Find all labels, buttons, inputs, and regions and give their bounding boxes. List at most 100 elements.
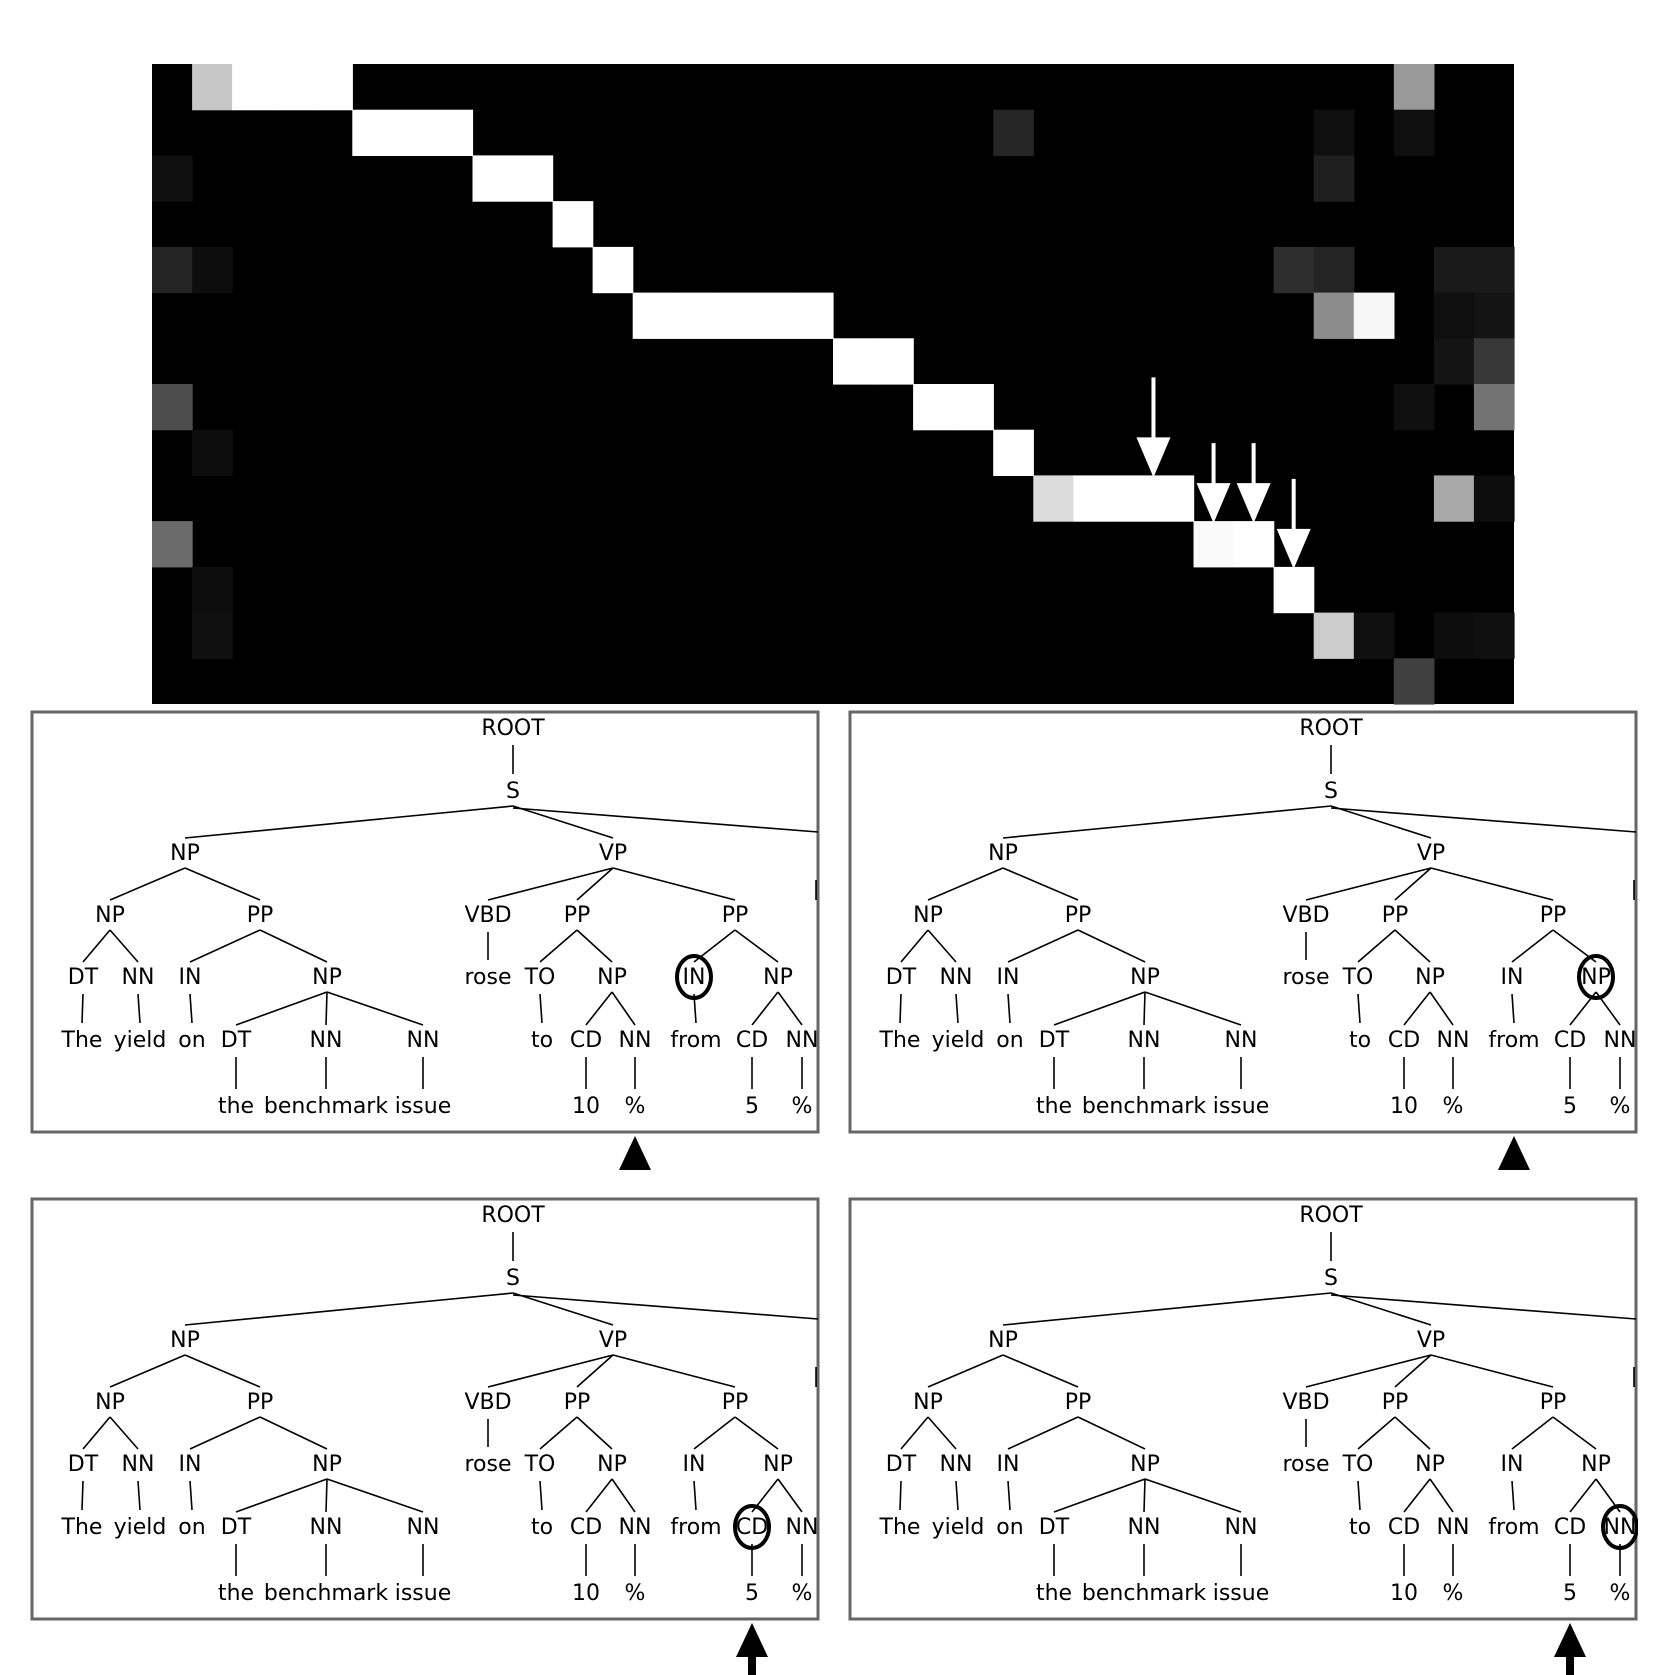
tree-node-in2: IN: [1501, 1452, 1524, 1477]
tree-node-s: S: [506, 1266, 520, 1291]
tree-node-pp3: PP: [1540, 903, 1567, 928]
tree-node-cd1: CD: [1388, 1028, 1420, 1053]
tree-node-the: The: [61, 1515, 103, 1540]
heatmap-cell: [993, 429, 1034, 476]
tree-node-the: The: [879, 1515, 921, 1540]
tree-node-vbd: VBD: [464, 1390, 511, 1415]
heatmap-cell: [1433, 475, 1475, 522]
tree-node-issue: issue: [1213, 1094, 1270, 1119]
tree-node-the2: the: [218, 1094, 254, 1119]
tree-node-pct1: %: [625, 1094, 646, 1119]
heatmap-cell: [192, 64, 233, 111]
tree-node-ten: 10: [572, 1581, 600, 1606]
heatmap-cell: [1313, 155, 1355, 202]
tree-node-bench: benchmark: [264, 1094, 388, 1119]
highlight-circle: [1577, 954, 1615, 1000]
heatmap-cell: [1273, 246, 1315, 294]
heatmap-cell: [1353, 612, 1395, 659]
tree-node-np3: NP: [312, 1452, 342, 1477]
white-arrow: [1276, 478, 1311, 569]
heatmap-cell: [1193, 521, 1235, 568]
tree-node-nn4: NN: [619, 1515, 652, 1540]
tree-node-np5: NP: [763, 1452, 793, 1477]
tree-node-in1: IN: [997, 1452, 1020, 1477]
tree-node-vp: VP: [599, 841, 627, 866]
heatmap-cell: [512, 155, 554, 202]
heatmap-cell: [913, 384, 954, 431]
tree-edges: [81, 1232, 803, 1576]
tree-node-np2: NP: [95, 903, 125, 928]
tree-node-pct1: %: [1443, 1581, 1464, 1606]
tree-node-bench: benchmark: [1082, 1581, 1206, 1606]
tree-node-yield: yield: [932, 1515, 985, 1540]
tree-node-from: from: [1488, 1515, 1539, 1540]
tree-node-pp2: PP: [1382, 903, 1409, 928]
heatmap-cell: [1473, 384, 1515, 431]
tree-node-vbd: VBD: [1282, 903, 1329, 928]
tree-node-rose: rose: [1282, 1452, 1329, 1477]
tree-edges: [899, 745, 1621, 1089]
tree-node-cd2: CD: [736, 1028, 768, 1053]
heatmap-cell: [152, 521, 193, 568]
tree-node-in2: IN: [683, 1452, 706, 1477]
tree-node-pp2: PP: [564, 1390, 591, 1415]
tree-node-s: S: [506, 779, 520, 804]
black-arrow: [619, 1136, 651, 1170]
heatmap-cell: [1473, 246, 1515, 294]
tree-node-pct2: %: [792, 1094, 813, 1119]
tree-node-pct2: %: [792, 1581, 813, 1606]
heatmap-cell: [472, 155, 514, 202]
tree-node-to_w: to: [1349, 1028, 1371, 1053]
tree-node-the: The: [61, 1028, 103, 1053]
tree-node-vp: VP: [599, 1328, 627, 1353]
heatmap-cell: [1473, 292, 1515, 339]
tree-node-np2: NP: [95, 1390, 125, 1415]
heatmap-cell: [1433, 612, 1475, 659]
tree-node-pp2: PP: [1382, 1390, 1409, 1415]
heatmap-cell: [192, 566, 233, 614]
heatmap-cell: [1313, 109, 1355, 156]
heatmap-cell: [272, 64, 313, 111]
heatmap-cell: [632, 292, 674, 339]
tree-node-in2: IN: [1501, 965, 1524, 990]
tree-node-np1: NP: [988, 1328, 1018, 1353]
tree-node-nn3: NN: [407, 1028, 440, 1053]
tree-edges: [899, 1232, 1621, 1576]
tree-node-in1: IN: [179, 965, 202, 990]
heatmap-cells: [152, 64, 1515, 705]
tree-node-nn1: NN: [122, 1452, 155, 1477]
tree-node-pp1: PP: [1065, 1390, 1092, 1415]
tree-node-dt1: DT: [886, 1452, 917, 1477]
tree-node-the2: the: [1036, 1581, 1072, 1606]
tree-node-to: TO: [1342, 1452, 1374, 1477]
heatmap-cell: [1153, 475, 1195, 522]
tree-node-root: ROOT: [1299, 1203, 1363, 1228]
tree-node-to_w: to: [1349, 1515, 1371, 1540]
heatmap-cell: [1113, 475, 1155, 522]
heatmap-cell: [552, 201, 594, 248]
tree-node-dt2: DT: [1039, 1028, 1070, 1053]
tree-node-five: 5: [745, 1094, 759, 1119]
tree-node-np5: NP: [763, 965, 793, 990]
highlight-circle: [675, 954, 713, 1000]
heatmap-cell: [1393, 64, 1435, 111]
attention-heatmap: [152, 64, 1515, 705]
tree-node-from: from: [1488, 1028, 1539, 1053]
tree-frame: [848, 710, 1638, 1134]
heatmap-cell: [392, 109, 434, 156]
tree-node-nn5: NN: [786, 1028, 819, 1053]
heatmap-cell: [1073, 475, 1115, 522]
tree-node-cd1: CD: [570, 1515, 602, 1540]
tree-node-cd1: CD: [1388, 1515, 1420, 1540]
tree-node-the2: the: [1036, 1094, 1072, 1119]
tree-node-np4: NP: [597, 965, 627, 990]
tree-node-nn2: NN: [1128, 1028, 1161, 1053]
tree-node-s: S: [1324, 1266, 1338, 1291]
heatmap-cell: [1433, 338, 1475, 385]
tree-node-pct1: %: [625, 1581, 646, 1606]
